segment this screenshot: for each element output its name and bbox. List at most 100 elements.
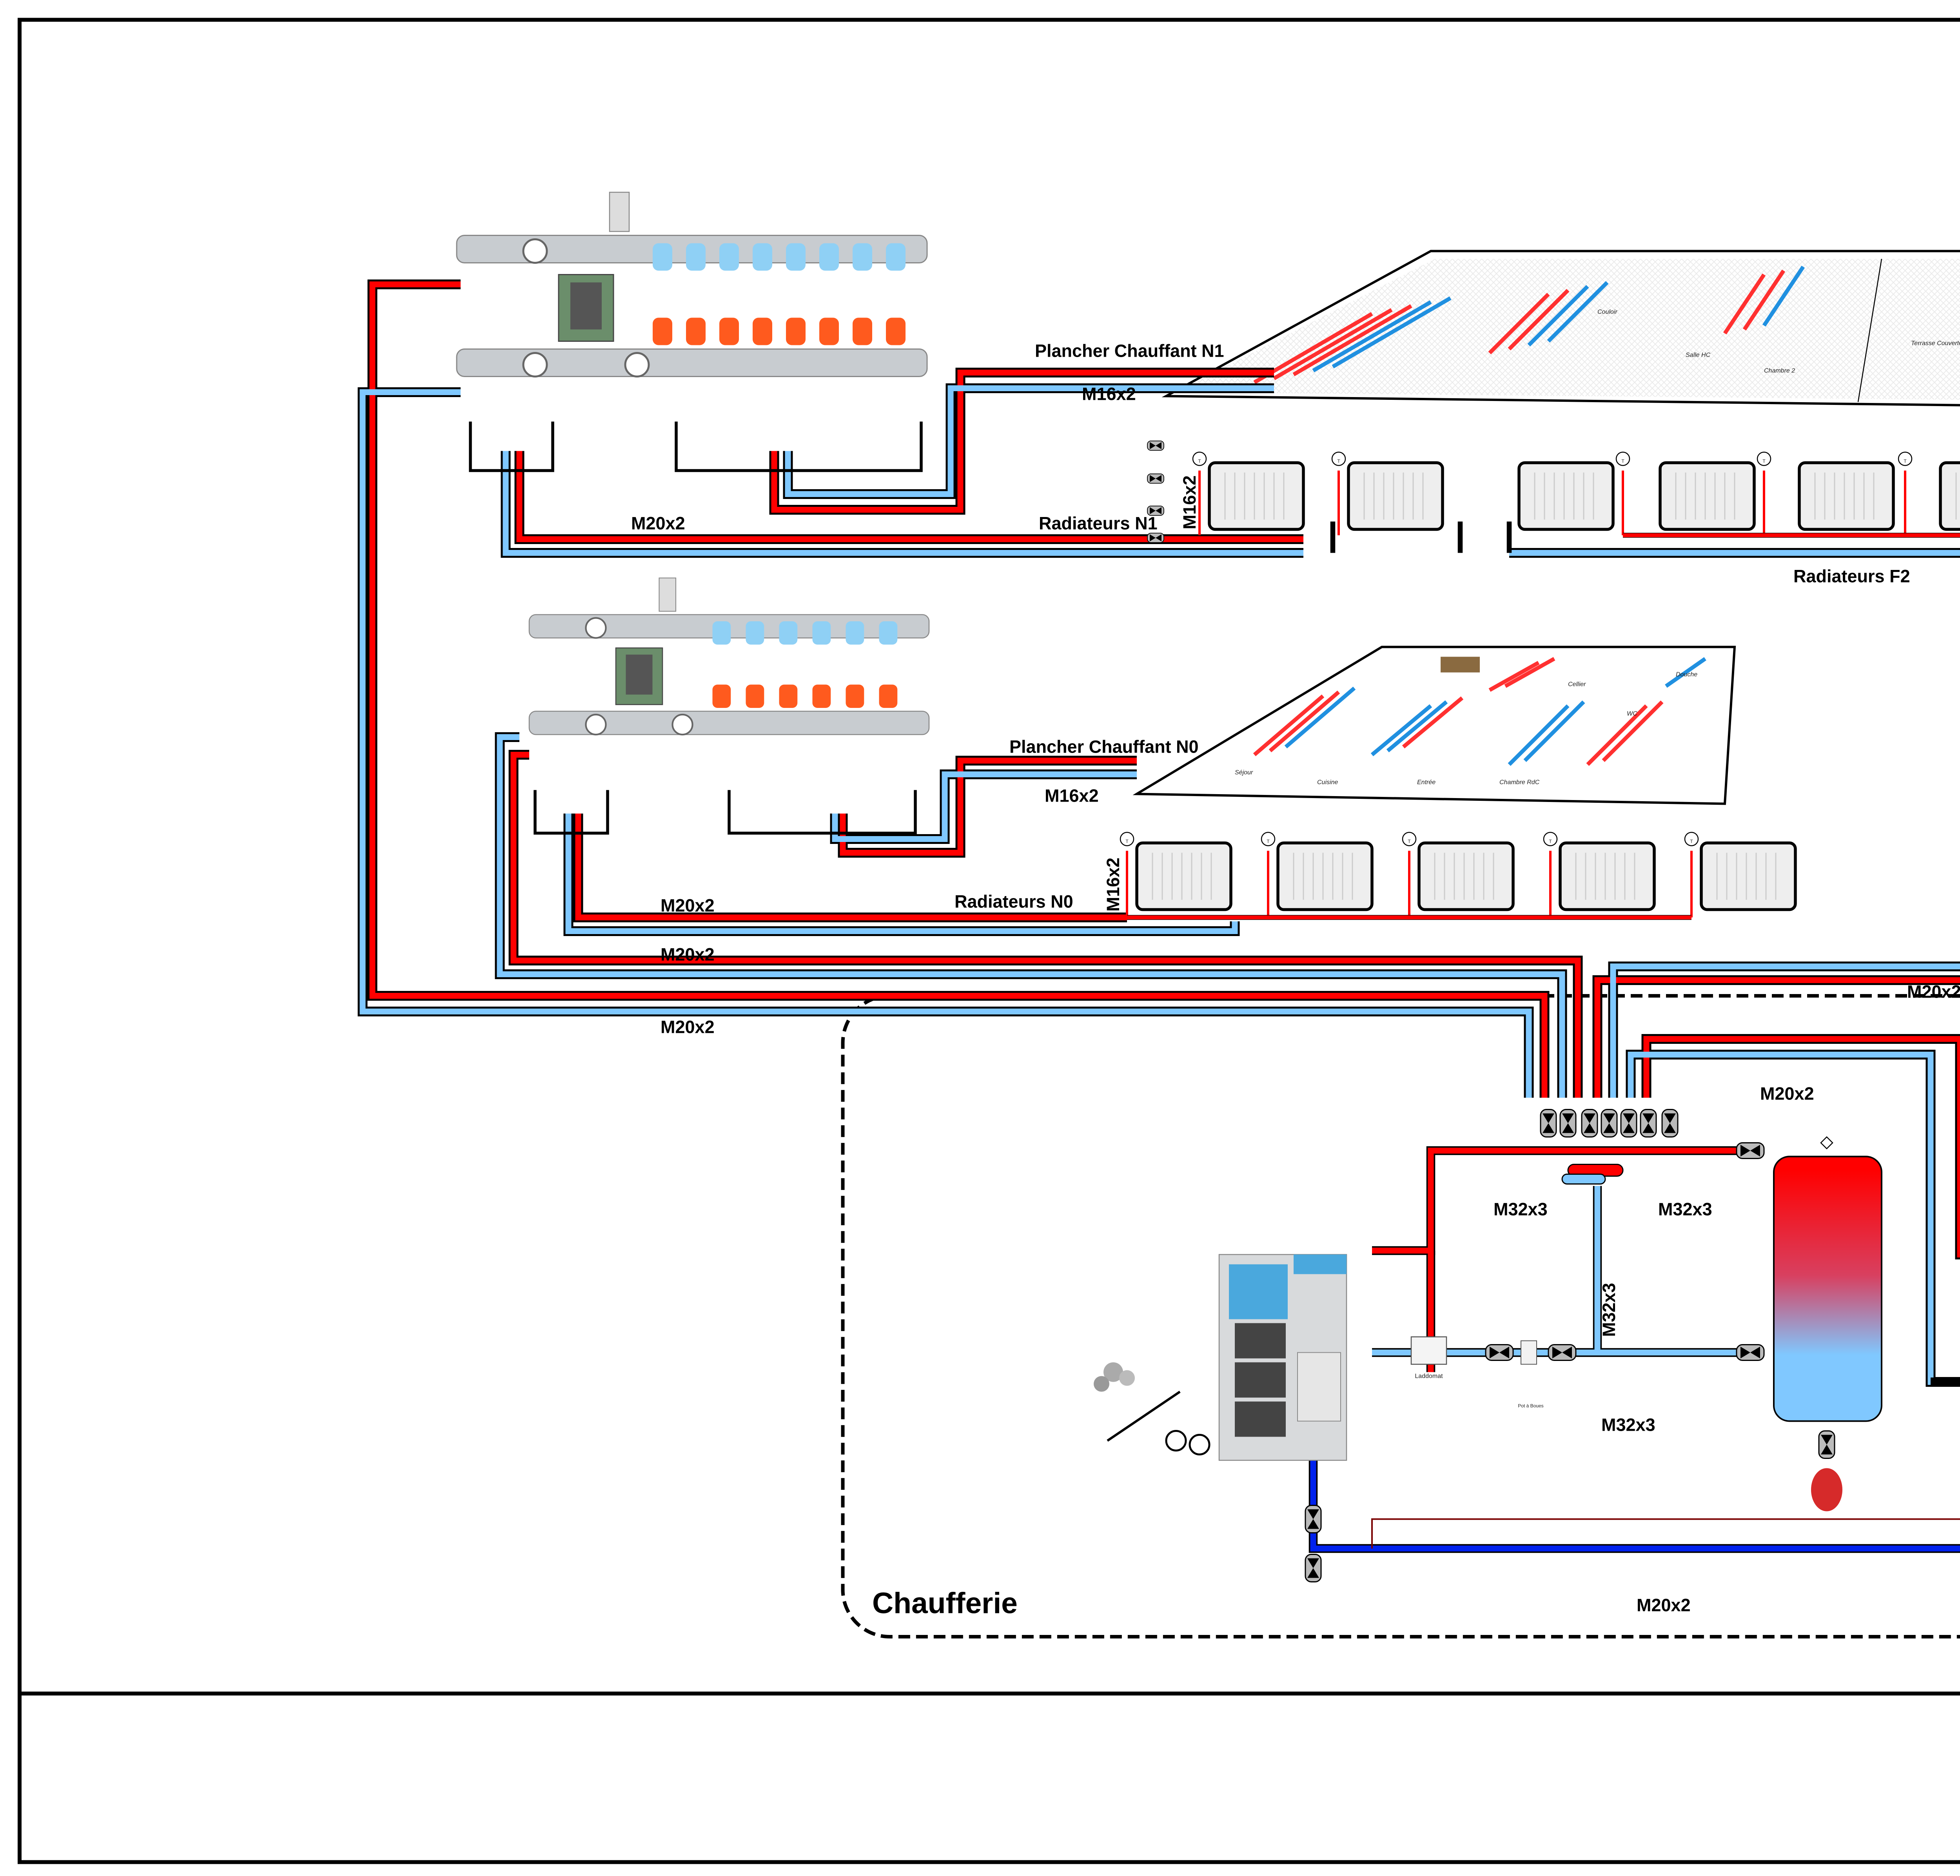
valve-icon xyxy=(1560,1110,1576,1137)
pipe-size-label: M16x2 xyxy=(1103,858,1123,912)
svg-text:T: T xyxy=(1125,839,1129,844)
room-label-cellier: Cellier xyxy=(1568,681,1586,688)
room-label: Chambre 2 xyxy=(1764,368,1795,374)
laddomat-valve: Laddomat xyxy=(1410,1336,1447,1380)
svg-text:Laddomat: Laddomat xyxy=(1415,1373,1443,1380)
valve-icon xyxy=(1621,1110,1637,1137)
pipe-size-label: M20x2 xyxy=(1760,1084,1814,1104)
valve-icon xyxy=(1601,1110,1617,1137)
pipe-size-label: M32x3 xyxy=(1658,1199,1712,1219)
pipe-size-label: M20x2 xyxy=(661,896,715,916)
pipe-return-floor-n0 xyxy=(832,771,1137,842)
valve-icon xyxy=(1737,1143,1764,1159)
mud-pot: Pot à Boues xyxy=(1518,1340,1544,1409)
room-label-sejour-rdc: Séjour xyxy=(1235,769,1253,776)
label-rad-n1: Radiateurs N1 xyxy=(1039,513,1158,533)
thermostat-head: T xyxy=(1757,452,1771,466)
pipe-size-label: M20x2 xyxy=(1907,982,1960,1002)
pipe-return-n0 xyxy=(497,734,1565,1098)
wire-boiler xyxy=(1371,1518,1960,1549)
radiator xyxy=(1137,843,1231,910)
pipe-size-label: M16x2 xyxy=(1082,384,1136,404)
valve-icon xyxy=(1541,1110,1556,1137)
valve-icon xyxy=(1486,1345,1513,1361)
pipe-supply-floor-n1 xyxy=(771,370,1274,513)
pipe-return-f2 xyxy=(1509,550,1960,1098)
valve-icon xyxy=(1582,1110,1597,1137)
thermostat-head: T xyxy=(1192,452,1207,466)
thermostat-head: T xyxy=(1331,452,1346,466)
label-floor-n0: Plancher Chauffant N0 xyxy=(1009,737,1199,757)
valve-icon xyxy=(1819,1431,1835,1459)
thermostat-head: T xyxy=(1120,832,1134,846)
svg-text:T: T xyxy=(1690,839,1693,844)
pipe-size-label: M20x2 xyxy=(1637,1595,1691,1615)
radiators-n1-f2: T T T T T T T xyxy=(1192,452,1960,553)
valve-icon xyxy=(1662,1110,1678,1137)
valve-icon xyxy=(1147,473,1165,484)
pipe-size-label: M32x3 xyxy=(1601,1415,1655,1435)
thermostat-head: T xyxy=(1543,832,1558,846)
room-label-couloir: Couloir xyxy=(1597,309,1617,316)
svg-text:T: T xyxy=(1762,459,1766,464)
thermostat-head: T xyxy=(1615,452,1630,466)
room-label-terrasse: Terrasse Couverte xyxy=(1911,340,1960,347)
svg-text:T: T xyxy=(1904,459,1907,464)
valve-icon xyxy=(1548,1345,1576,1361)
radiator xyxy=(1560,843,1654,910)
label-rad-f2: Radiateurs F2 xyxy=(1793,566,1910,586)
pipe-supply-ecs xyxy=(1643,1036,1960,1257)
room-label-entree: Entrée xyxy=(1417,779,1436,786)
sheet-border xyxy=(18,18,1960,1864)
pipe-supply-n1 xyxy=(369,281,1548,1098)
floor-manifold-n0 xyxy=(529,578,929,735)
radiator xyxy=(1348,463,1443,530)
radiator xyxy=(1940,463,1960,530)
floorplan-n0: Séjour Cuisine Entrée Chambre RdC Cellie… xyxy=(1132,646,1736,805)
valve-icon xyxy=(1737,1345,1764,1361)
pipe-size-label: M20x2 xyxy=(661,1017,715,1037)
wood-pellet-icon xyxy=(1094,1362,1210,1455)
thermostat-head: T xyxy=(1898,452,1913,466)
room-label-douche: Douche xyxy=(1676,671,1697,678)
pipe-return-floor-n1 xyxy=(785,385,1274,497)
heating-pipes xyxy=(358,279,1960,1387)
valve-icon xyxy=(1641,1110,1656,1137)
label-rad-n0: Radiateurs N0 xyxy=(955,892,1073,912)
svg-text:T: T xyxy=(1621,459,1624,464)
floorplan-n1: Chambre 2 F2 Indépendant Séjour Terrasse… xyxy=(1161,250,1960,406)
floor-manifold-n1 xyxy=(457,192,927,377)
pipe-supply-f2 xyxy=(1594,977,1960,1098)
pipe-return-rad-n1 xyxy=(503,451,1303,556)
radiator xyxy=(1209,463,1303,530)
svg-text:T: T xyxy=(1337,459,1340,464)
radiator xyxy=(1519,463,1613,530)
pipe-supply-rad-n0 xyxy=(575,813,1127,920)
pipe-supply-n0 xyxy=(510,752,1581,1098)
thermostat-head: T xyxy=(1261,832,1276,846)
room-label-cuisine-rdc: Cuisine xyxy=(1317,779,1338,786)
svg-text:T: T xyxy=(1267,839,1270,844)
thermostat-head: T xyxy=(1402,832,1417,846)
room-label-chambre-rdc: Chambre RdC xyxy=(1499,779,1540,786)
radiator xyxy=(1419,843,1513,910)
room-label-wc-rdc: WC xyxy=(1627,711,1637,717)
pipe-return-rad-n0 xyxy=(565,813,1238,934)
check-valve-icon xyxy=(1305,1506,1321,1533)
svg-text:T: T xyxy=(1198,459,1201,464)
valve-icon xyxy=(1147,532,1165,543)
pipe-return-n1 xyxy=(359,389,1532,1098)
pipe-size-label: M20x2 xyxy=(661,945,715,965)
radiator xyxy=(1799,463,1893,530)
pellet-boiler xyxy=(1218,1254,1347,1461)
pipe-size-label: M32x3 xyxy=(1494,1199,1548,1219)
chaufferie-label: Chaufferie xyxy=(872,1587,1018,1620)
svg-text:T: T xyxy=(1549,839,1552,844)
boiler-room-pipes xyxy=(1308,1146,1960,1553)
chaufferie-zone xyxy=(841,994,1960,1638)
radiators-n0: T T T T T xyxy=(1120,832,1795,920)
pipe-size-label: M16x2 xyxy=(1180,475,1200,530)
buffer-tank xyxy=(1773,1136,1882,1511)
